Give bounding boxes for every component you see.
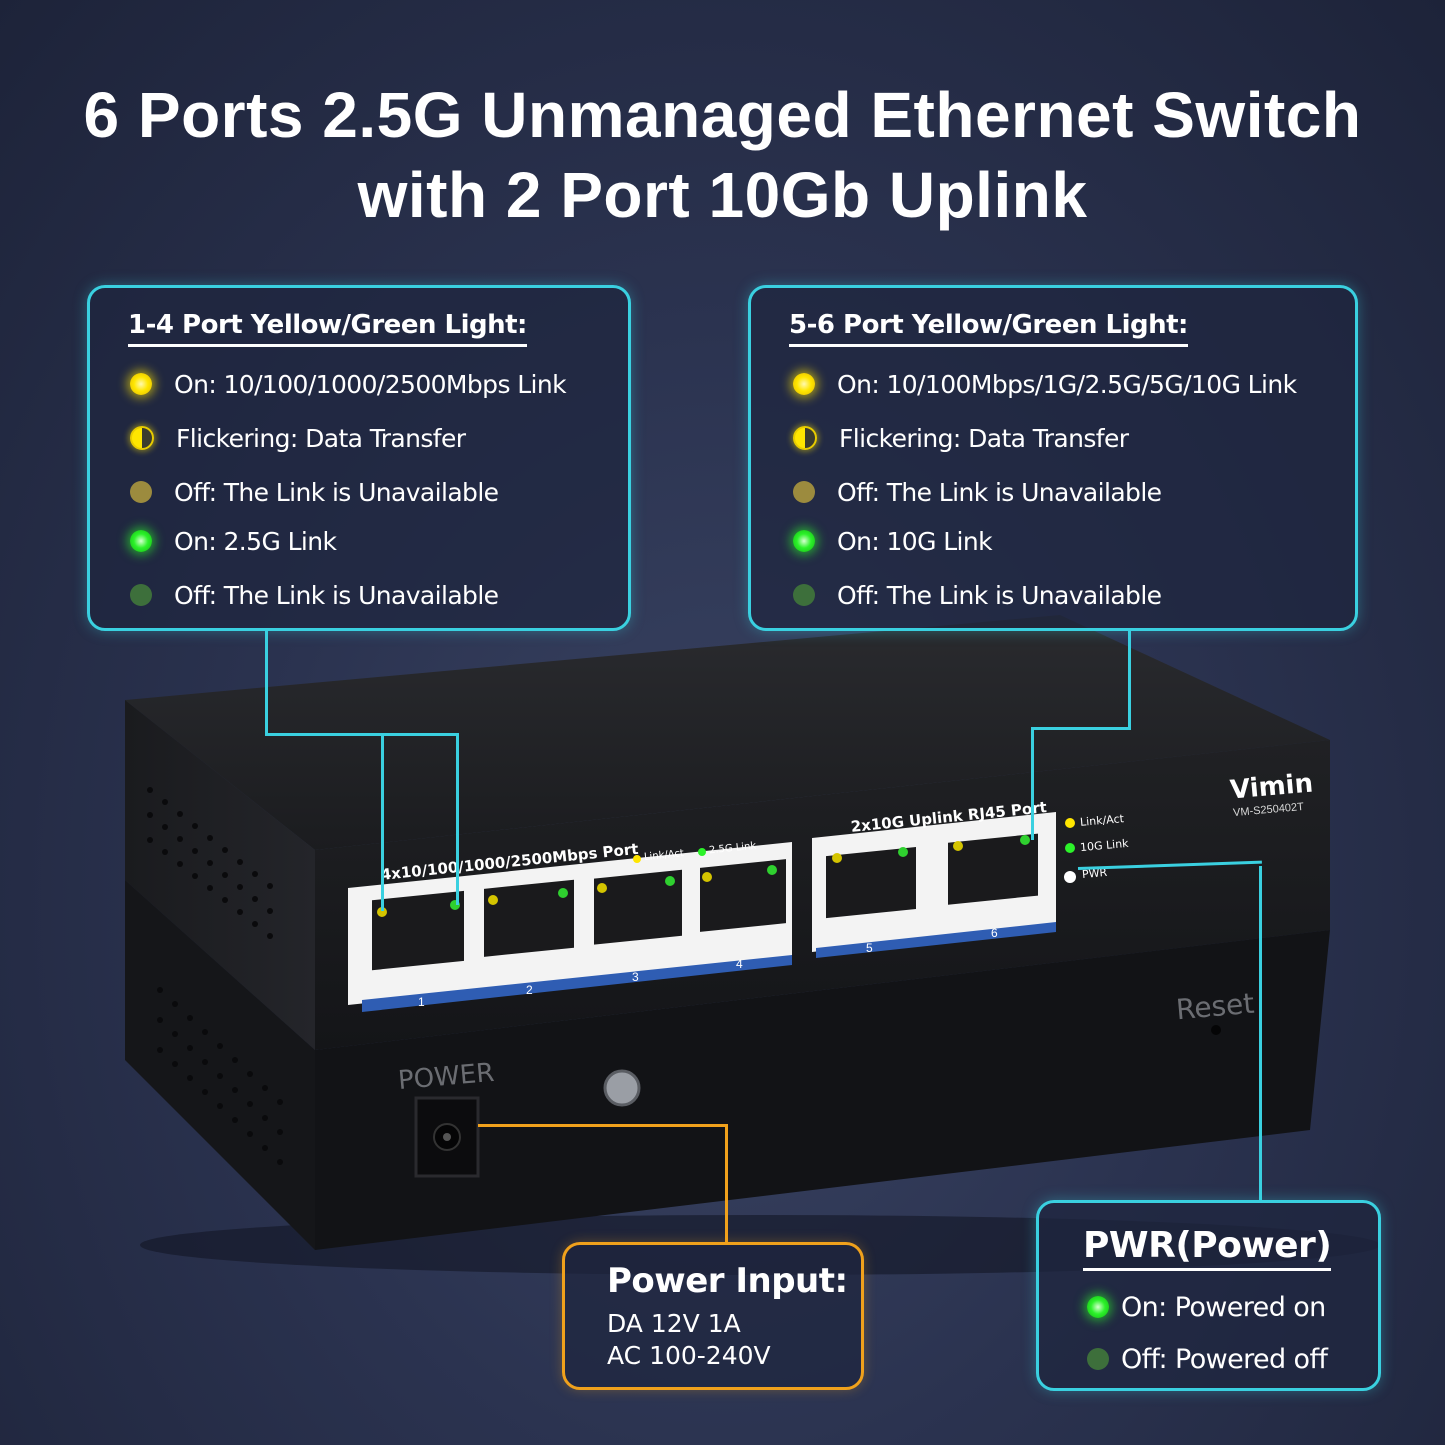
legend-10g-led (1065, 843, 1075, 853)
headline-line-2: with 2 Port 10Gb Uplink (357, 159, 1088, 231)
left-callout-item-yellow-on: On: 10/100/1000/2500Mbps Link (130, 364, 567, 404)
power-input-callout: Power Input: DA 12V 1A AC 100-240V (562, 1242, 864, 1390)
port-4-green-led (767, 865, 777, 875)
pwr-led-callout: PWR(Power) On: Powered on Off: Powered o… (1036, 1200, 1381, 1391)
rj45-port-2 (484, 879, 574, 957)
port-strip-1-4 (362, 955, 792, 1012)
right-callout-item-yellow-flicker: Flickering: Data Transfer (793, 418, 1129, 458)
right-led-callout: 5-6 Port Yellow/Green Light: On: 10/100M… (748, 285, 1358, 631)
reset-hole (1211, 1025, 1221, 1035)
right-callout-title: 5-6 Port Yellow/Green Light: (789, 310, 1188, 347)
right-callout-item-yellow-off: Off: The Link is Unavailable (793, 472, 1162, 512)
power-input-dc: DA 12V 1A (607, 1309, 741, 1338)
vent-holes-lower (157, 987, 283, 1165)
port-1-yellow-led (377, 907, 387, 917)
device-lower-front (315, 930, 1330, 1250)
right-callout-item-green-off: Off: The Link is Unavailable (793, 575, 1162, 615)
left-callout-item-green-off: Off: The Link is Unavailable (130, 575, 499, 615)
connector-power-horizontal (478, 1124, 728, 1127)
port-number-2: 2 (526, 983, 533, 997)
connector-left-drop-1 (381, 733, 384, 911)
device-upper-side (125, 700, 315, 1050)
connector-right-drop (1031, 727, 1034, 840)
legend-linkact-led (1065, 818, 1075, 828)
yellow-flicker-led-icon (130, 426, 154, 450)
legend-25g-led-small (698, 848, 706, 856)
yellow-on-led-icon (130, 373, 152, 395)
connector-pwr-vertical (1259, 866, 1262, 1200)
power-input-title: Power Input: (607, 1261, 848, 1301)
yellow-off-led-icon (793, 481, 815, 503)
port-5-yellow-led (832, 853, 842, 863)
yellow-off-led-icon (130, 481, 152, 503)
green-on-led-icon (1087, 1296, 1109, 1318)
connector-power-vertical (725, 1124, 728, 1242)
headline-line-1: 6 Ports 2.5G Unmanaged Ethernet Switch (83, 79, 1362, 151)
port-2-yellow-led (488, 895, 498, 905)
port-number-1: 1 (418, 995, 425, 1009)
reset-label: Reset (1174, 986, 1256, 1027)
yellow-on-led-icon (793, 373, 815, 395)
green-on-led-icon (793, 530, 815, 552)
connector-left-horizontal (265, 733, 459, 736)
port-number-4: 4 (736, 957, 743, 971)
vent-holes-upper (147, 787, 273, 939)
pwr-led (1064, 871, 1076, 883)
rj45-port-3 (594, 869, 682, 945)
port-5-green-led (898, 847, 908, 857)
left-callout-item-yellow-off: Off: The Link is Unavailable (130, 472, 499, 512)
device-top-cover (125, 615, 1330, 850)
port-number-3: 3 (632, 970, 639, 984)
port-6-green-led (1020, 835, 1030, 845)
rj45-port-5 (826, 846, 916, 919)
green-off-led-icon (130, 584, 152, 606)
green-off-led-icon (1087, 1348, 1109, 1370)
left-led-callout: 1-4 Port Yellow/Green Light: On: 10/100/… (87, 285, 631, 631)
port-2-green-led (558, 888, 568, 898)
yellow-flicker-led-icon (793, 426, 817, 450)
power-input-ac: AC 100-240V (607, 1341, 771, 1370)
pwr-item-on: On: Powered on (1087, 1287, 1326, 1327)
rj45-port-4 (700, 859, 786, 932)
port-number-5: 5 (866, 941, 873, 955)
connector-left-drop-2 (456, 733, 459, 905)
port-4-yellow-led (702, 872, 712, 882)
left-callout-title: 1-4 Port Yellow/Green Light: (128, 310, 527, 347)
pwr-callout-title: PWR(Power) (1083, 1225, 1332, 1271)
ground-screw (603, 1069, 641, 1107)
pwr-item-off: Off: Powered off (1087, 1339, 1328, 1379)
connector-right-vertical (1128, 630, 1131, 730)
device-lower-side (125, 880, 315, 1250)
left-callout-item-yellow-flicker: Flickering: Data Transfer (130, 418, 466, 458)
green-on-led-icon (130, 530, 152, 552)
port-3-yellow-led (597, 883, 607, 893)
port-3-green-led (665, 876, 675, 886)
rj45-port-6 (948, 833, 1038, 905)
port-strip-5-6 (816, 922, 1056, 958)
left-callout-item-green-on: On: 2.5G Link (130, 521, 337, 561)
right-callout-item-yellow-on: On: 10/100Mbps/1G/2.5G/5G/10G Link (793, 364, 1297, 404)
connector-right-horizontal (1031, 727, 1131, 730)
legend-linkact-led-small (633, 855, 641, 863)
connector-left-vertical (265, 630, 268, 736)
rj45-port-1 (372, 890, 464, 971)
port-number-6: 6 (991, 926, 998, 940)
right-callout-item-green-on: On: 10G Link (793, 521, 993, 561)
port-6-yellow-led (953, 841, 963, 851)
green-off-led-icon (793, 584, 815, 606)
